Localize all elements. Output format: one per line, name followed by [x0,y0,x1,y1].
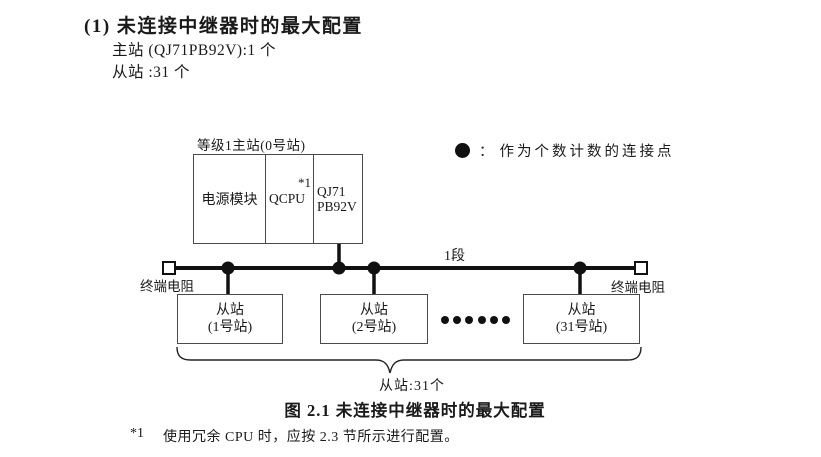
legend: ： 作为个数计数的连接点 [455,140,675,161]
slave-station-1-box: 从站 (1号站) [177,294,283,344]
slave-number: (1号站) [207,320,253,335]
connection-dot [332,261,346,275]
slave-count-brace [176,346,642,374]
connection-dot [221,261,235,275]
pb92v-cell: QJ71 PB92V [314,155,362,243]
figure-caption: 图 2.1 未连接中继器时的最大配置 [284,401,546,420]
connection-dot [367,261,381,275]
cpu-footnote-ref: *1 [298,175,311,190]
terminator-left-icon [162,261,176,275]
power-module-cell: 电源模块 [194,155,266,243]
terminator-right-label: 终端电阻 [611,280,665,295]
slave-number: (2号站) [351,320,397,335]
segment-label: 1段 [444,249,465,264]
slave-station-2-box: 从站 (2号站) [320,294,428,344]
pb92v-label-line1: QJ71 [317,184,346,199]
terminator-left-label: 终端电阻 [140,279,194,294]
connection-dot [573,261,587,275]
connection-dot-icon [455,143,470,158]
master-count-line: 主站 (QJ71PB92V):1 个 [112,42,277,59]
pb92v-label-line2: PB92V [317,199,357,214]
slave-total-label: 从站:31个 [379,379,445,394]
slave-label: 从站 [216,303,244,318]
slave-station-31-box: 从站 (31号站) [523,294,640,344]
cpu-label: QCPU [269,191,306,206]
master-station-label: 等级1主站(0号站) [197,138,306,153]
legend-colon: ： [479,144,494,160]
cpu-cell: *1 QCPU [266,155,314,243]
ellipsis-dots [441,316,510,324]
slave-count-line: 从站 :31 个 [112,64,191,81]
footnote-marker: *1 [130,426,144,441]
slave-number: (31号站) [555,320,608,335]
master-station-box: 电源模块 *1 QCPU QJ71 PB92V [193,154,363,244]
section-heading: (1) 未连接中继器时的最大配置 [84,16,363,37]
terminator-right-icon [634,261,648,275]
legend-text: 作为个数计数的连接点 [499,144,675,160]
slave-label: 从站 [567,303,596,318]
slave-label: 从站 [360,303,388,318]
footnote-text: 使用冗余 CPU 时，应按 2.3 节所示进行配置。 [163,430,459,445]
